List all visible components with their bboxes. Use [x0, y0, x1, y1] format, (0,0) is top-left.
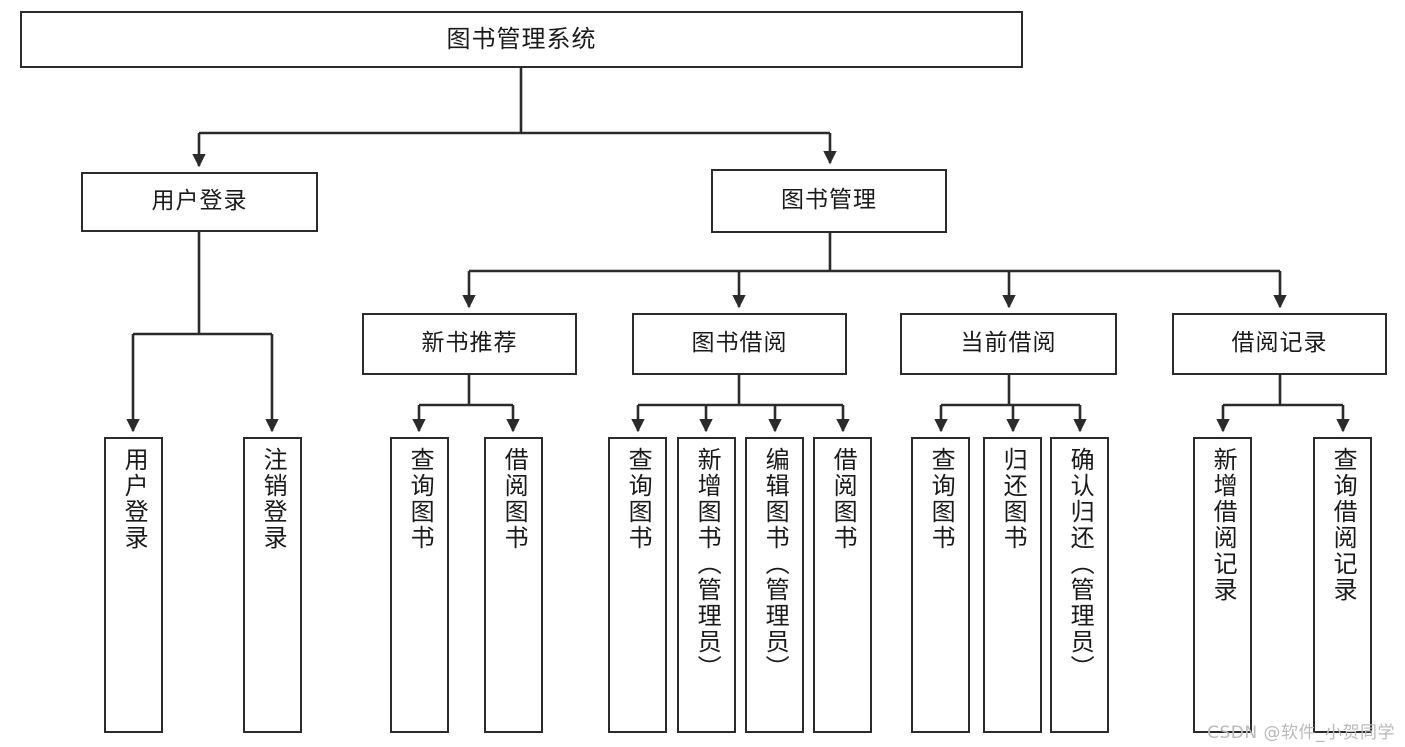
- leaf-label: 用户登录: [120, 447, 149, 551]
- leaf-label: 查询图书: [406, 447, 435, 551]
- node-book-borrow[interactable]: 图书借阅: [632, 313, 847, 375]
- leaf-current-borrow-return[interactable]: 归还图书: [983, 437, 1042, 733]
- node-root-system[interactable]: 图书管理系统: [20, 11, 1023, 68]
- leaf-new-book-borrow[interactable]: 借阅图书: [484, 437, 543, 733]
- leaf-label: 注销登录: [259, 447, 288, 551]
- node-new-book-recommend[interactable]: 新书推荐: [362, 313, 577, 375]
- leaf-label: 编辑图书（管理员）: [761, 447, 790, 681]
- leaf-new-book-query[interactable]: 查询图书: [390, 437, 449, 733]
- leaf-borrow-record-add[interactable]: 新增借阅记录: [1193, 437, 1252, 733]
- leaf-book-borrow-query[interactable]: 查询图书: [608, 437, 667, 733]
- leaf-user-login-signout[interactable]: 注销登录: [243, 437, 302, 733]
- leaf-borrow-record-query[interactable]: 查询借阅记录: [1313, 437, 1372, 733]
- leaf-label: 归还图书: [999, 447, 1028, 551]
- leaf-label: 新增借阅记录: [1209, 447, 1238, 603]
- node-book-management[interactable]: 图书管理: [711, 169, 947, 233]
- leaf-label: 新增图书（管理员）: [693, 447, 722, 681]
- leaf-label: 借阅图书: [829, 447, 858, 551]
- leaf-book-borrow-add[interactable]: 新增图书（管理员）: [677, 437, 736, 733]
- leaf-user-login-signin[interactable]: 用户登录: [104, 437, 163, 733]
- node-current-borrow[interactable]: 当前借阅: [900, 313, 1117, 375]
- leaf-label: 查询借阅记录: [1329, 447, 1358, 603]
- leaf-current-borrow-query[interactable]: 查询图书: [911, 437, 970, 733]
- leaf-label: 借阅图书: [500, 447, 529, 551]
- leaf-label: 查询图书: [624, 447, 653, 551]
- leaf-label: 确认归还（管理员）: [1066, 447, 1095, 681]
- watermark-credit: CSDN @软件_小贺同学: [1207, 723, 1395, 743]
- leaf-book-borrow-borrow[interactable]: 借阅图书: [813, 437, 872, 733]
- node-user-login[interactable]: 用户登录: [81, 172, 318, 232]
- leaf-label: 查询图书: [927, 447, 956, 551]
- leaf-current-borrow-confirm-return[interactable]: 确认归还（管理员）: [1050, 437, 1109, 733]
- leaf-book-borrow-edit[interactable]: 编辑图书（管理员）: [745, 437, 804, 733]
- node-borrow-record[interactable]: 借阅记录: [1172, 313, 1387, 375]
